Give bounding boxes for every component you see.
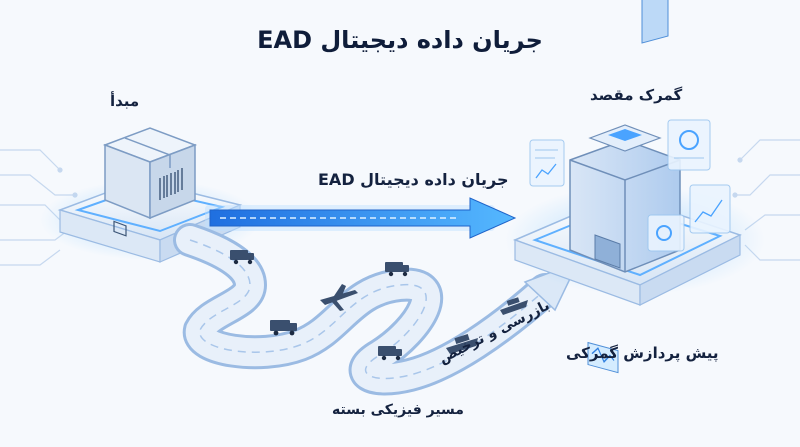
package-box-icon	[102, 127, 198, 237]
origin-label: مبدأ	[110, 92, 140, 110]
dashboard-panel-icon	[529, 139, 565, 187]
truck-icon	[378, 346, 402, 361]
digital-flow-arrow	[205, 197, 517, 239]
diagram-title: جریان داده دیجیتال EAD	[257, 26, 543, 54]
truck-icon	[385, 262, 409, 277]
airplane-icon	[320, 284, 358, 311]
pre-processing-label: پیش پردازش گمرکی	[566, 344, 719, 362]
destination-customs-label: گمرک مقصد	[590, 86, 683, 104]
physical-route-label: مسیر فیزیکی بسته	[332, 402, 464, 418]
ship-icon	[446, 333, 478, 354]
dashboard-panel-icon	[647, 214, 685, 252]
dashboard-panel-icon	[667, 119, 711, 171]
barcode-icon	[159, 168, 183, 200]
digital-flow-label: جریان داده دیجیتال EAD	[318, 170, 509, 189]
truck-icon	[270, 320, 297, 336]
truck-icon	[230, 250, 254, 265]
customs-building-icon	[569, 0, 681, 374]
dashboard-panel-icon	[689, 184, 731, 234]
ship-icon	[500, 297, 528, 315]
